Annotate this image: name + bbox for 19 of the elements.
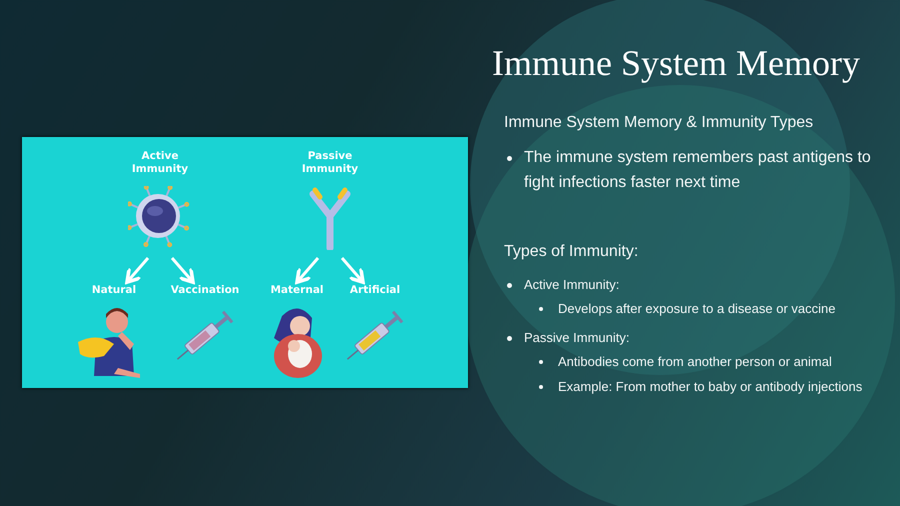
arrow (340, 257, 365, 284)
bullet-text: Antibodies come from another person or animal (558, 353, 833, 371)
subcategory-label: Vaccination (170, 284, 240, 297)
arrow (170, 257, 195, 284)
category-heading: Passive Immunity (300, 150, 360, 176)
bullet-text: Passive Immunity: (524, 329, 630, 347)
arrow (295, 257, 320, 284)
subcategory-label: Natural (92, 284, 136, 297)
slide-title: Immune System Memory (492, 42, 861, 84)
section-heading: Types of Immunity: (504, 242, 640, 262)
bullet-text: Develops after exposure to a disease or vaccine (558, 300, 836, 318)
bullet-text: The immune system remembers past antigens to fight infections faster next time (524, 148, 872, 193)
subcategory-label: Artificial (350, 284, 400, 297)
bullet-text: Active Immunity: (524, 276, 620, 294)
category-heading: Active Immunity (130, 150, 190, 176)
subcategory-label: Maternal (270, 284, 324, 297)
section-heading: Immune System Memory & Immunity Types (504, 113, 814, 133)
bullet-text: Example: From mother to baby or antibody injections (558, 378, 864, 396)
arrow (125, 257, 150, 284)
